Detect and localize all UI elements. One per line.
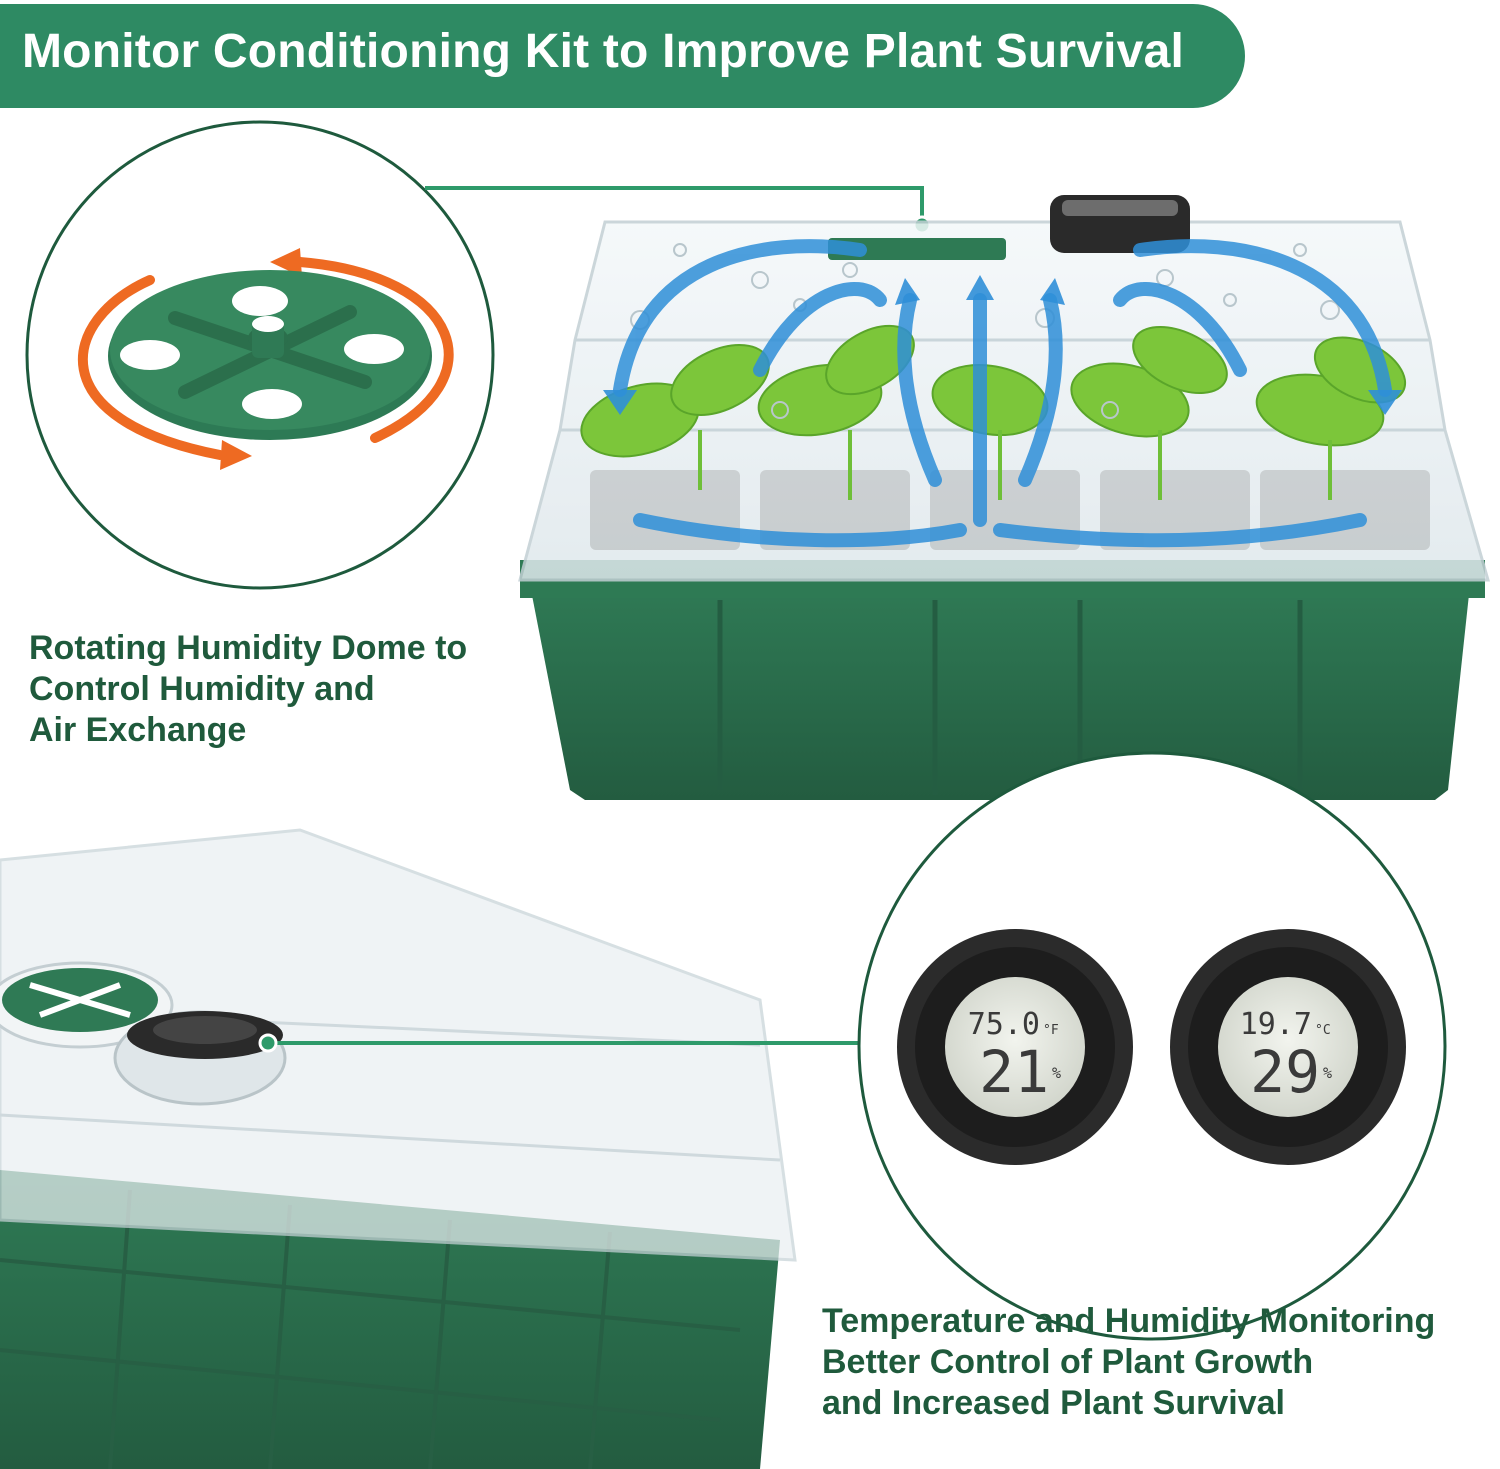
hygrometer-2-humidity: 29 — [1250, 1038, 1320, 1106]
hygrometer-icon: 19.7 °C 29 % — [1170, 929, 1406, 1165]
monitor-feature-callout: Temperature and Humidity Monitoring Bett… — [822, 1301, 1435, 1424]
page-title: Monitor Conditioning Kit to Improve Plan… — [22, 25, 1184, 78]
hygrometer-1-temp-unit: °F — [1043, 1023, 1059, 1038]
seedling-tray-dome — [518, 195, 1490, 800]
vent-detail-circle — [25, 120, 495, 590]
dome-callout-line: Control Humidity and — [29, 670, 375, 708]
rotation-arrows-icon — [77, 257, 454, 460]
angled-tray — [0, 828, 797, 1469]
hygrometer-2-temp-unit: °C — [1315, 1023, 1331, 1038]
vent-disc-icon — [108, 270, 432, 440]
hygrometer-icon: 75.0 °F 21 % — [897, 929, 1133, 1165]
hygrometer-detail-circle: 75.0 °F 21 % 19.7 °C 29 % — [857, 751, 1447, 1341]
connector-line-hygrometer — [258, 1033, 860, 1053]
hygrometer-1-temperature: 75.0 — [968, 1007, 1040, 1042]
dome-feature-callout: Rotating Humidity Dome to Control Humidi… — [29, 628, 467, 751]
monitor-callout-line: Better Control of Plant Growth — [822, 1343, 1314, 1381]
monitor-callout-line: Temperature and Humidity Monitoring — [822, 1302, 1436, 1340]
dome-callout-line: Air Exchange — [29, 711, 247, 749]
hygrometer-2-temperature: 19.7 — [1240, 1007, 1312, 1042]
title-banner: Monitor Conditioning Kit to Improve Plan… — [0, 4, 1245, 108]
airflow-arrows-icon — [613, 239, 1392, 548]
hygrometer-1-humidity: 21 — [979, 1038, 1049, 1106]
hygrometer-2-humidity-unit: % — [1323, 1064, 1332, 1082]
hygrometer-1-humidity-unit: % — [1052, 1064, 1061, 1082]
monitor-callout-line: and Increased Plant Survival — [822, 1384, 1285, 1422]
dome-callout-line: Rotating Humidity Dome to — [29, 629, 468, 667]
